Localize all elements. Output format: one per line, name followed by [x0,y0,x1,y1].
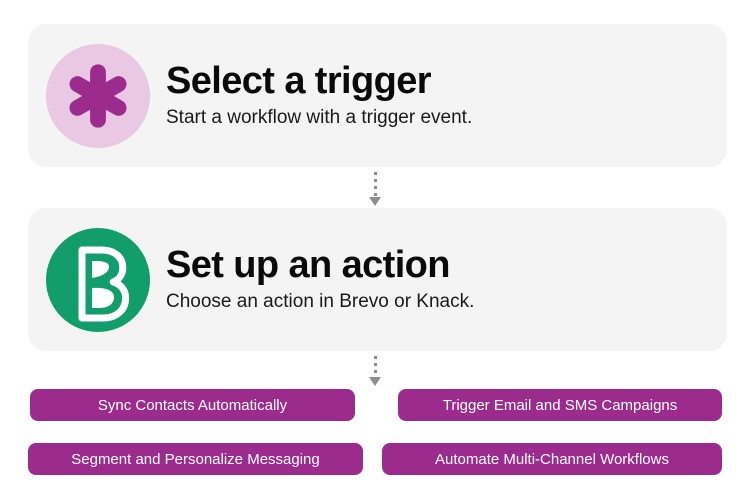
connector-dotted-line [373,356,377,376]
step-subtitle: Start a workflow with a trigger event. [166,106,473,128]
step-title: Set up an action [166,243,450,286]
dotted-down-arrow-icon [368,356,382,386]
feature-tag-segment-messaging[interactable]: Segment and Personalize Messaging [28,443,363,475]
step-title: Select a trigger [166,59,432,102]
connector-dotted-line [373,172,377,196]
step-text-block: Set up an action Choose an action in Bre… [166,243,727,314]
step-card-setup-action[interactable]: Set up an action Choose an action in Bre… [28,208,727,351]
connector-arrowhead [369,197,381,206]
asterisk-icon [46,43,150,148]
dotted-down-arrow-icon [368,172,382,206]
step-subtitle: Choose an action in Brevo or Knack. [166,290,475,312]
step-card-select-trigger[interactable]: Select a trigger Start a workflow with a… [28,24,727,167]
connector-arrowhead [369,377,381,386]
feature-tag-sync-contacts[interactable]: Sync Contacts Automatically [30,389,355,421]
feature-tag-trigger-campaigns[interactable]: Trigger Email and SMS Campaigns [398,389,722,421]
brevo-logo-icon [46,227,150,332]
feature-tag-automate-workflows[interactable]: Automate Multi-Channel Workflows [382,443,722,475]
step-text-block: Select a trigger Start a workflow with a… [166,59,727,130]
